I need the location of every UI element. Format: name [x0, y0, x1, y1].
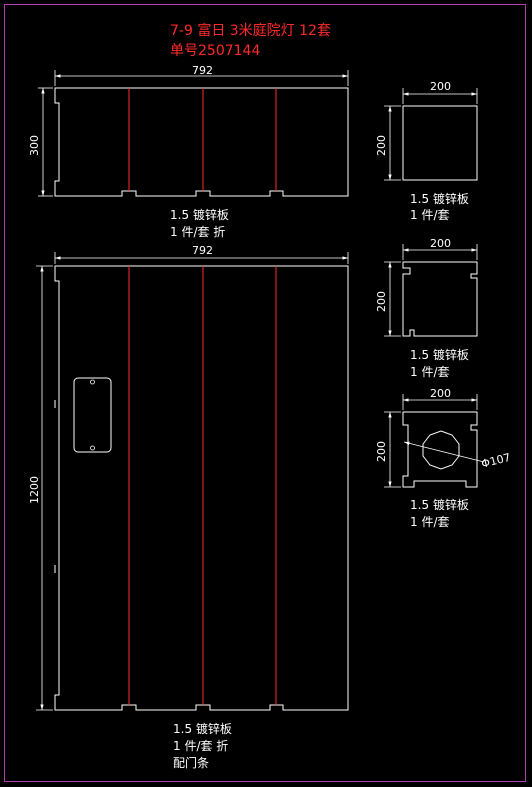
plate-b-dims — [384, 244, 478, 337]
plate-a-height-dim: 200 — [375, 135, 388, 156]
main-width-dim: 792 — [192, 244, 213, 257]
plate-a — [402, 105, 478, 181]
top-qty-note: 1 件/套 折 — [170, 225, 226, 239]
main-panel-fold-lines — [128, 266, 277, 705]
plate-a-material-note: 1.5 镀锌板 — [410, 192, 469, 206]
main-panel — [54, 265, 349, 711]
plate-c-dims — [384, 394, 485, 488]
order-number: 单号2507144 — [170, 43, 261, 59]
top-panel — [54, 87, 349, 197]
plate-c-material-note: 1.5 镀锌板 — [410, 498, 469, 512]
drawing-frame — [4, 4, 526, 782]
door-cutout — [73, 377, 112, 453]
top-panel-dims — [38, 70, 349, 197]
plate-c-width-dim: 200 — [430, 387, 451, 400]
top-panel-fold-lines — [128, 88, 277, 191]
plate-b-width-dim: 200 — [430, 237, 451, 250]
top-material-note: 1.5 镀锌板 — [170, 208, 229, 222]
main-panel-dims — [36, 252, 349, 711]
top-height-dim: 300 — [28, 135, 41, 156]
plate-b — [402, 261, 478, 337]
drawing-title: 7-9 富日 3米庭院灯 12套 — [170, 23, 331, 39]
plate-c — [402, 411, 478, 488]
main-qty-note: 1 件/套 折 — [173, 739, 229, 753]
plate-c-qty-note: 1 件/套 — [410, 515, 450, 529]
main-height-dim: 1200 — [28, 476, 41, 504]
plate-a-width-dim: 200 — [430, 80, 451, 93]
main-material-note: 1.5 镀锌板 — [173, 722, 232, 736]
plate-a-dims — [384, 88, 478, 181]
plate-a-qty-note: 1 件/套 — [410, 208, 450, 222]
main-door-note: 配门条 — [173, 756, 210, 770]
plate-b-height-dim: 200 — [375, 291, 388, 312]
center-hole — [422, 430, 460, 470]
plate-c-height-dim: 200 — [375, 441, 388, 462]
top-width-dim: 792 — [192, 64, 213, 77]
plate-b-material-note: 1.5 镀锌板 — [410, 348, 469, 362]
plate-b-qty-note: 1 件/套 — [410, 365, 450, 379]
